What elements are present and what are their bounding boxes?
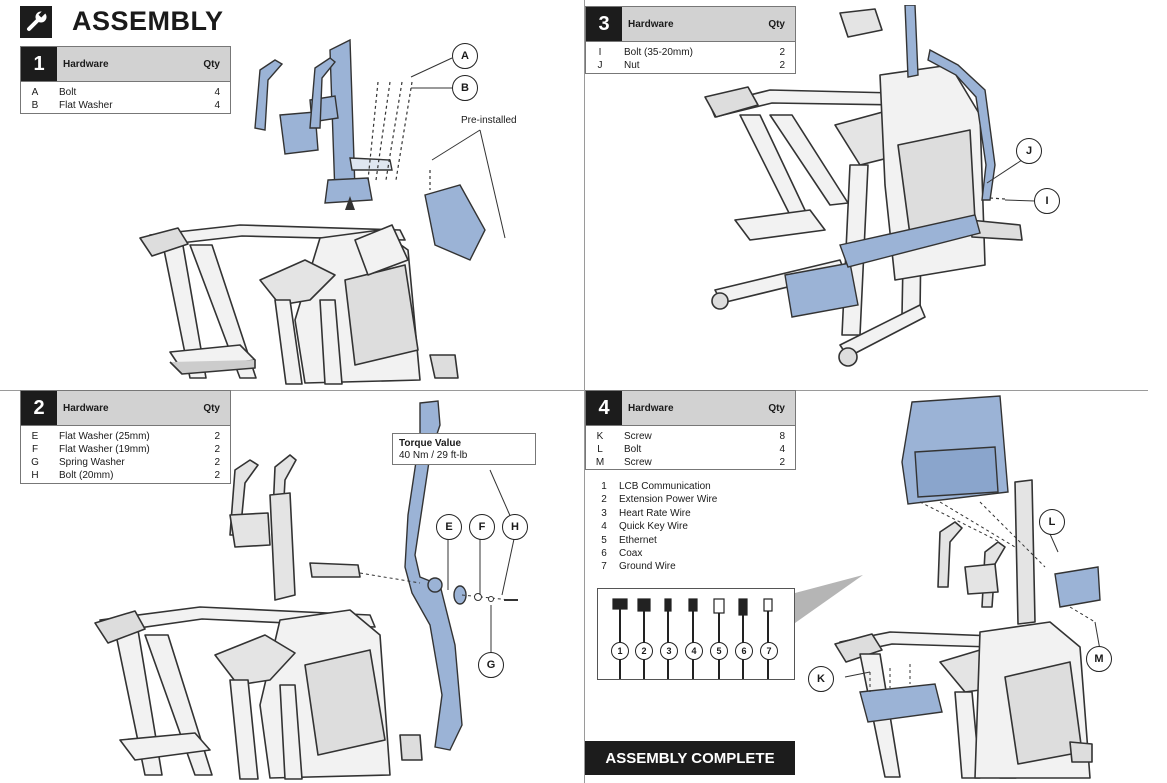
zoom-wedge [795, 575, 863, 623]
callout-a: A [452, 43, 478, 69]
callout-i: I [1034, 188, 1060, 214]
connector-number: 5 [710, 642, 728, 660]
hardware-heading: Hardware [63, 402, 109, 414]
step-number: 2 [21, 391, 57, 425]
connector-number: 1 [611, 642, 629, 660]
qty-heading: Qty [768, 402, 785, 414]
connector-number: 4 [685, 642, 703, 660]
callout-b: B [452, 75, 478, 101]
callout-k: K [808, 666, 834, 692]
callout-e: E [436, 514, 462, 540]
torque-value-box: Torque Value 40 Nm / 29 ft-lb [392, 433, 536, 465]
connector-number: 6 [735, 642, 753, 660]
step-number: 4 [586, 391, 622, 425]
torque-value: 40 Nm / 29 ft-lb [399, 450, 468, 461]
connector-detail-box [597, 588, 795, 680]
wrench-icon [20, 6, 52, 38]
callout-l: L [1039, 509, 1065, 535]
callout-j: J [1016, 138, 1042, 164]
step-number: 3 [586, 7, 622, 41]
step-2-illustration [94, 400, 518, 780]
pre-installed-label: Pre-installed [461, 115, 517, 126]
hardware-heading: Hardware [63, 58, 109, 70]
callout-f: F [469, 514, 495, 540]
callout-h: H [502, 514, 528, 540]
connector-number-row: 1 2 3 4 5 6 7 [611, 642, 791, 660]
step-4-illustration [834, 395, 1101, 779]
torque-title: Torque Value [399, 438, 462, 449]
qty-heading: Qty [203, 402, 220, 414]
assembly-complete-banner: ASSEMBLY COMPLETE [585, 741, 795, 775]
step-number: 1 [21, 47, 57, 81]
connector-icons [612, 598, 773, 679]
hardware-heading: Hardware [628, 402, 674, 414]
step-1-illustration [139, 38, 506, 385]
hardware-heading: Hardware [628, 18, 674, 30]
step-3-illustration [704, 5, 1036, 367]
qty-heading: Qty [768, 18, 785, 30]
horizontal-divider [0, 390, 1148, 391]
callout-m: M [1086, 646, 1112, 672]
connector-number: 7 [760, 642, 778, 660]
connector-number: 3 [660, 642, 678, 660]
vertical-divider [584, 0, 585, 783]
page-title: ASSEMBLY [72, 6, 224, 36]
callout-g: G [478, 652, 504, 678]
qty-heading: Qty [203, 58, 220, 70]
connector-number: 2 [635, 642, 653, 660]
